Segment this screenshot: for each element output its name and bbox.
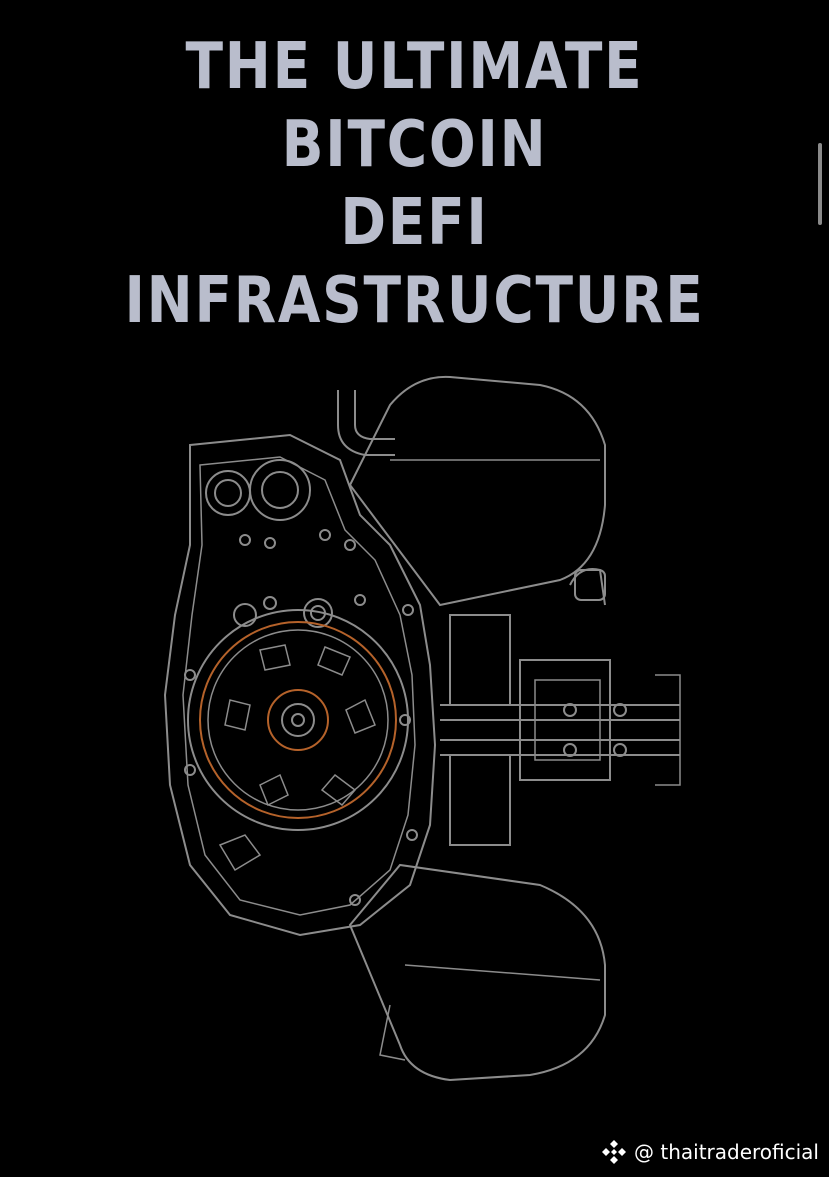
scroll-indicator[interactable]: [818, 143, 822, 225]
engine-blueprint-icon: [163, 375, 681, 1082]
binance-logo-icon: [602, 1140, 626, 1164]
headline: THE ULTIMATE BITCOIN DEFI INFRASTRUCTURE: [58, 28, 771, 340]
watermark: @ thaitraderoficial: [600, 1135, 819, 1169]
headline-line-2: DEFI INFRASTRUCTURE: [124, 186, 705, 338]
headline-line-1: THE ULTIMATE BITCOIN: [185, 30, 644, 182]
watermark-handle: @ thaitraderoficial: [634, 1140, 819, 1164]
